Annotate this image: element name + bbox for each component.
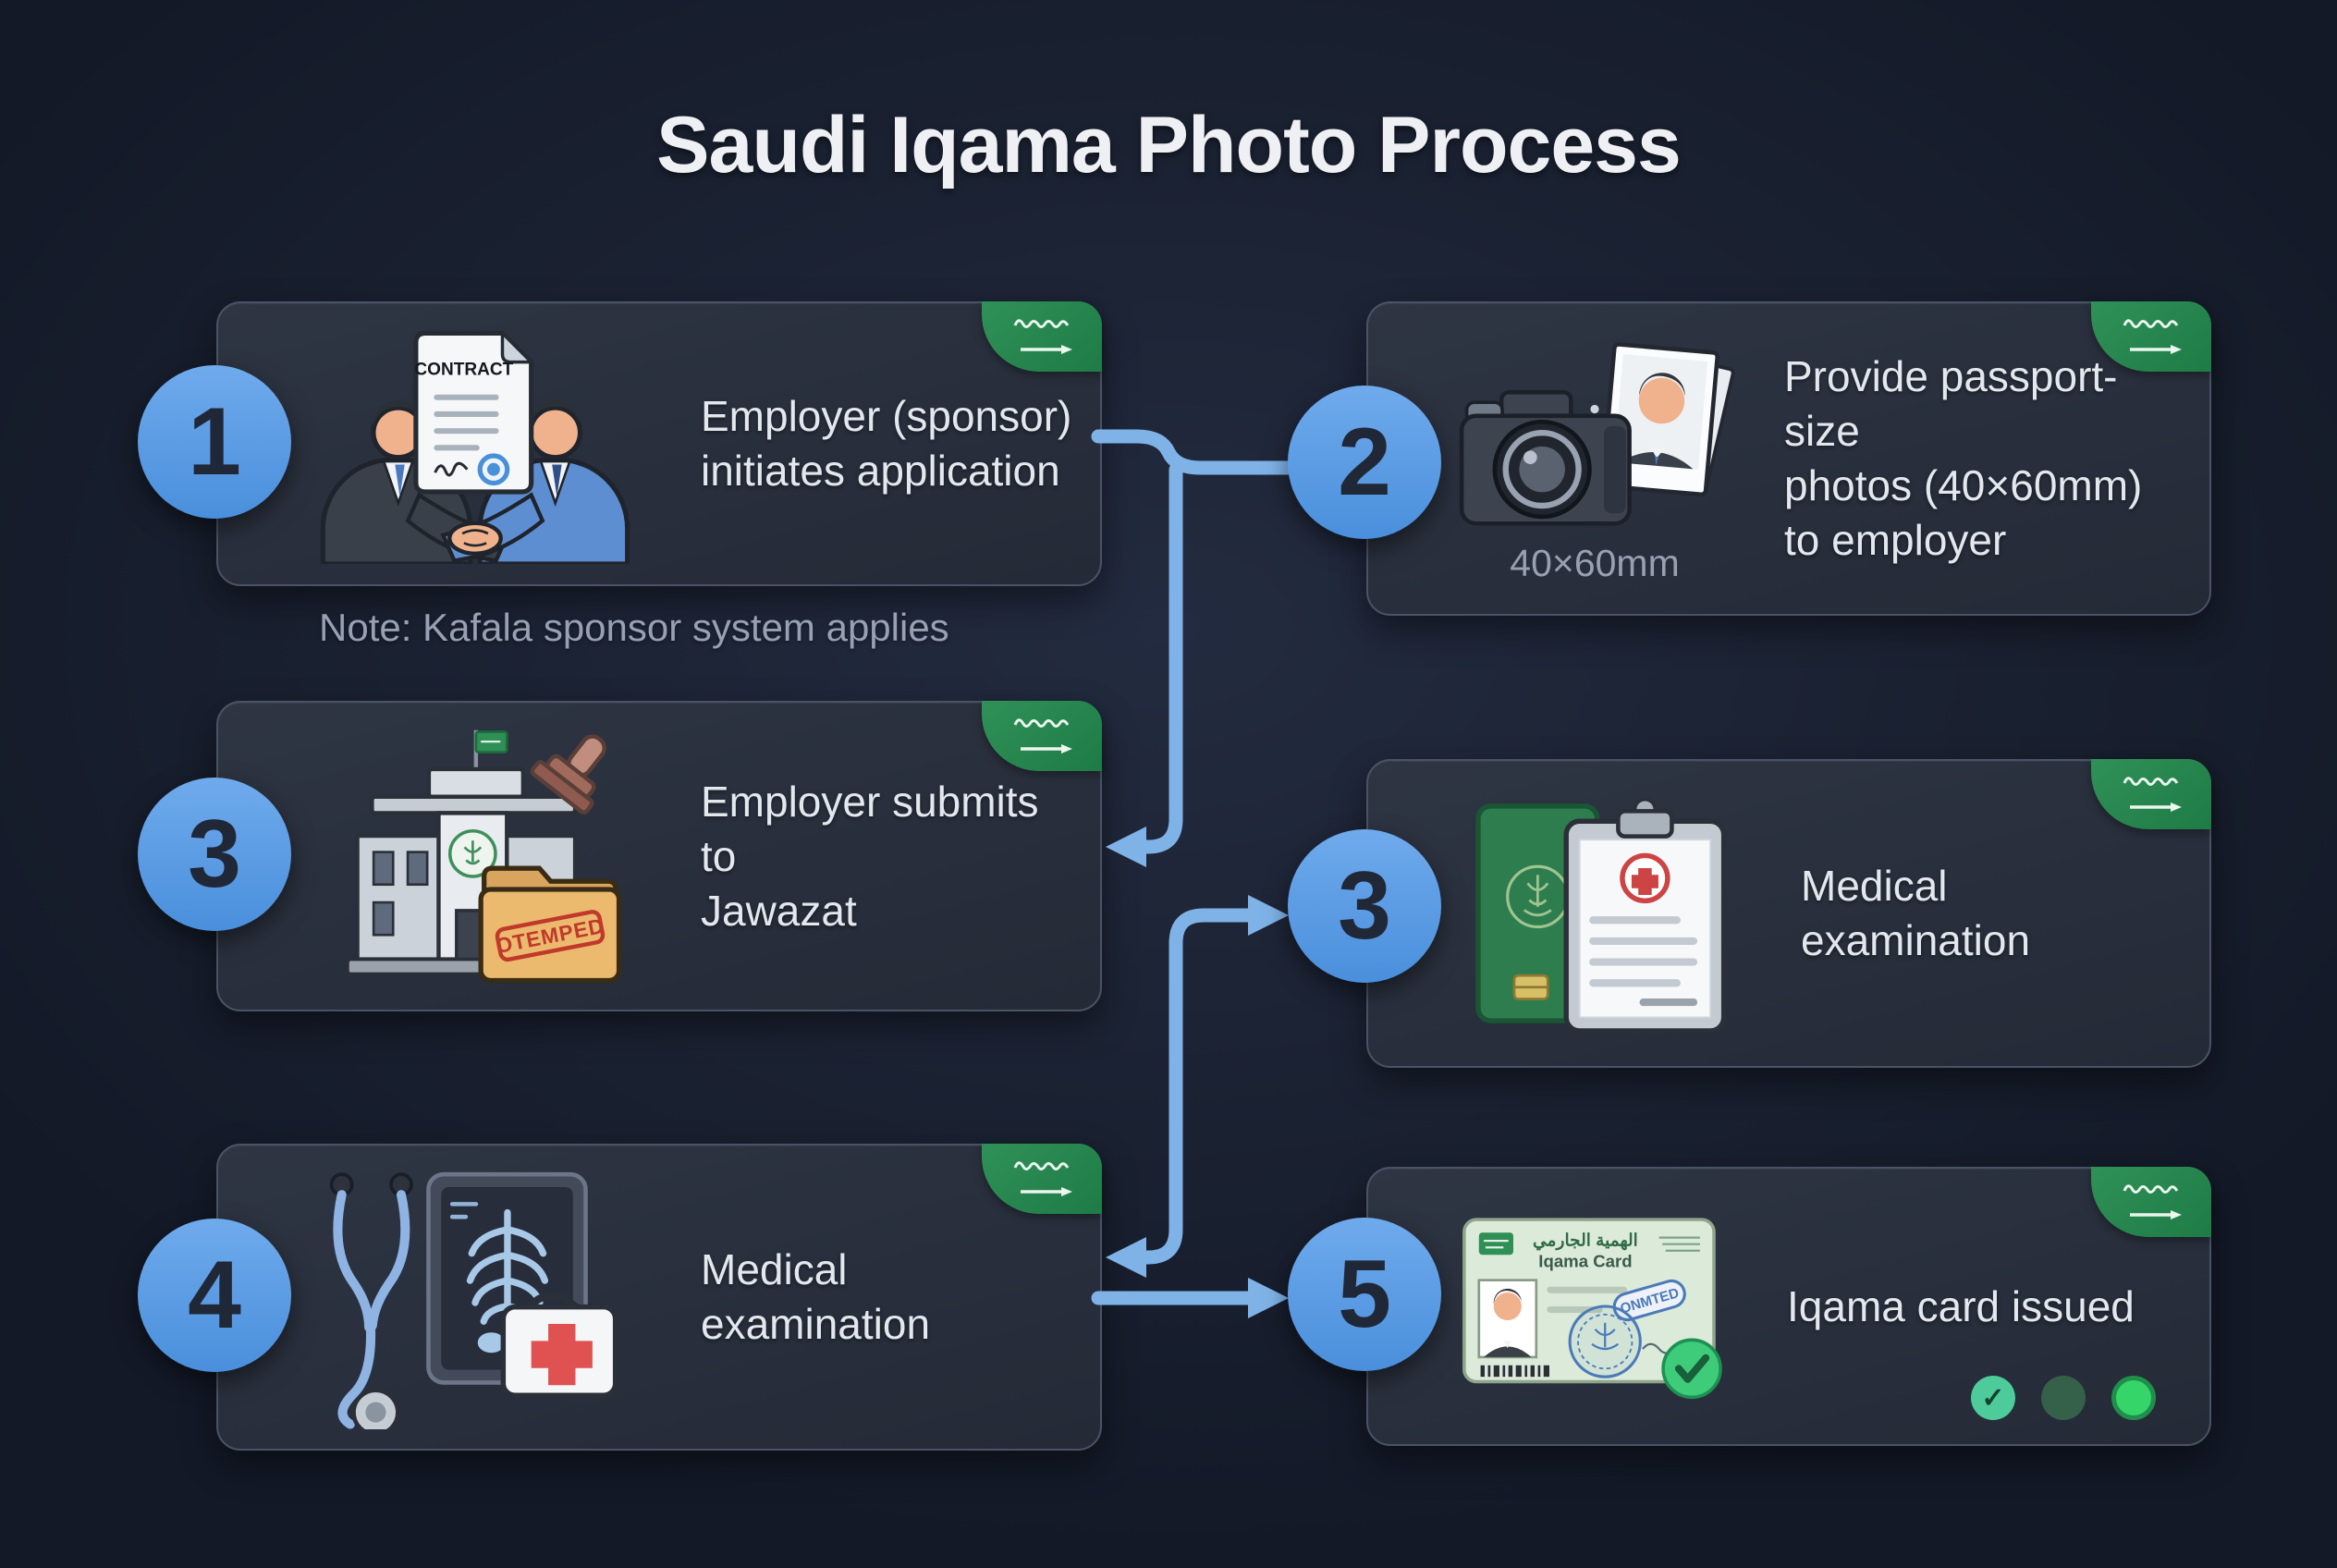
arrowhead-into-step4-card <box>1106 1237 1146 1278</box>
step-3-right-label: Medical examination <box>1801 862 2031 964</box>
status-dot-inactive <box>2041 1376 2086 1420</box>
step-1-label: Employer (sponsor) initiates application <box>701 392 1072 495</box>
jawazat-building-stamp-icon: OTEMPED <box>346 729 622 984</box>
step-card-1: CONTRACT Employer (sponsor) initiates ap… <box>216 301 1102 586</box>
arrowhead-into-step5-circle <box>1248 1278 1289 1318</box>
saudi-flag-corner <box>2091 1167 2211 1237</box>
step-number-3-right: 3 <box>1288 829 1441 983</box>
kafala-note: Note: Kafala sponsor system applies <box>319 606 949 649</box>
camera-passport-photos-icon <box>1459 341 1735 526</box>
connector-step3-vertical <box>1137 908 1257 1265</box>
page-title: Saudi Iqama Photo Process <box>656 101 1682 190</box>
iqama-card-label: Iqama Card <box>1538 1251 1632 1270</box>
step-card-2: 40×60mm Provide passport-size photos (40… <box>1366 301 2211 616</box>
iqama-arabic-text: الهمية الجارمي <box>1533 1230 1638 1251</box>
step-card-4: Medical examination <box>216 1144 1102 1451</box>
saudi-flag-corner <box>982 701 1102 771</box>
iqama-card-icon: الهمية الجارمي Iqama Card <box>1462 1218 1722 1400</box>
saudi-flag-corner <box>2091 301 2211 372</box>
passport-medical-clipboard-icon <box>1475 797 1727 1034</box>
status-dot-check-icon: ✓ <box>1971 1376 2015 1420</box>
connector-branch-to-step3-left <box>1137 462 1183 854</box>
step-3-left-label: Employer submits to Jawazat <box>701 777 1039 935</box>
step-number-4: 4 <box>138 1219 291 1372</box>
arrowhead-into-step3-right-circle <box>1248 895 1289 936</box>
handshake-contract-icon: CONTRACT <box>320 329 630 564</box>
step-card-5: الهمية الجارمي Iqama Card <box>1366 1167 2211 1446</box>
arrowhead-into-step3-left-card <box>1106 827 1146 867</box>
step-2-label: Provide passport-size photos (40×60mm) t… <box>1784 352 2143 564</box>
step-number-2: 2 <box>1288 386 1441 539</box>
step-5-label: Iqama card issued <box>1787 1281 2135 1330</box>
connector-step1-to-step2 <box>1091 429 1300 475</box>
status-dot-active <box>2111 1376 2156 1420</box>
step-card-3-left: OTEMPED Employer submits to Jawazat <box>216 701 1102 1011</box>
stethoscope-xray-firstaid-icon <box>329 1171 618 1429</box>
step-4-label: Medical examination <box>701 1245 931 1348</box>
saudi-flag-corner <box>2091 759 2211 829</box>
status-dots: ✓ <box>1971 1376 2156 1420</box>
step-number-5: 5 <box>1288 1218 1441 1371</box>
step-card-3-right: Medical examination <box>1366 759 2211 1068</box>
photo-size-caption: 40×60mm <box>1510 541 1680 584</box>
saudi-flag-corner <box>982 301 1102 372</box>
contract-title-text: CONTRACT <box>414 360 513 379</box>
step-number-1: 1 <box>138 365 291 519</box>
saudi-flag-corner <box>982 1144 1102 1214</box>
step-number-3-left: 3 <box>138 778 291 931</box>
